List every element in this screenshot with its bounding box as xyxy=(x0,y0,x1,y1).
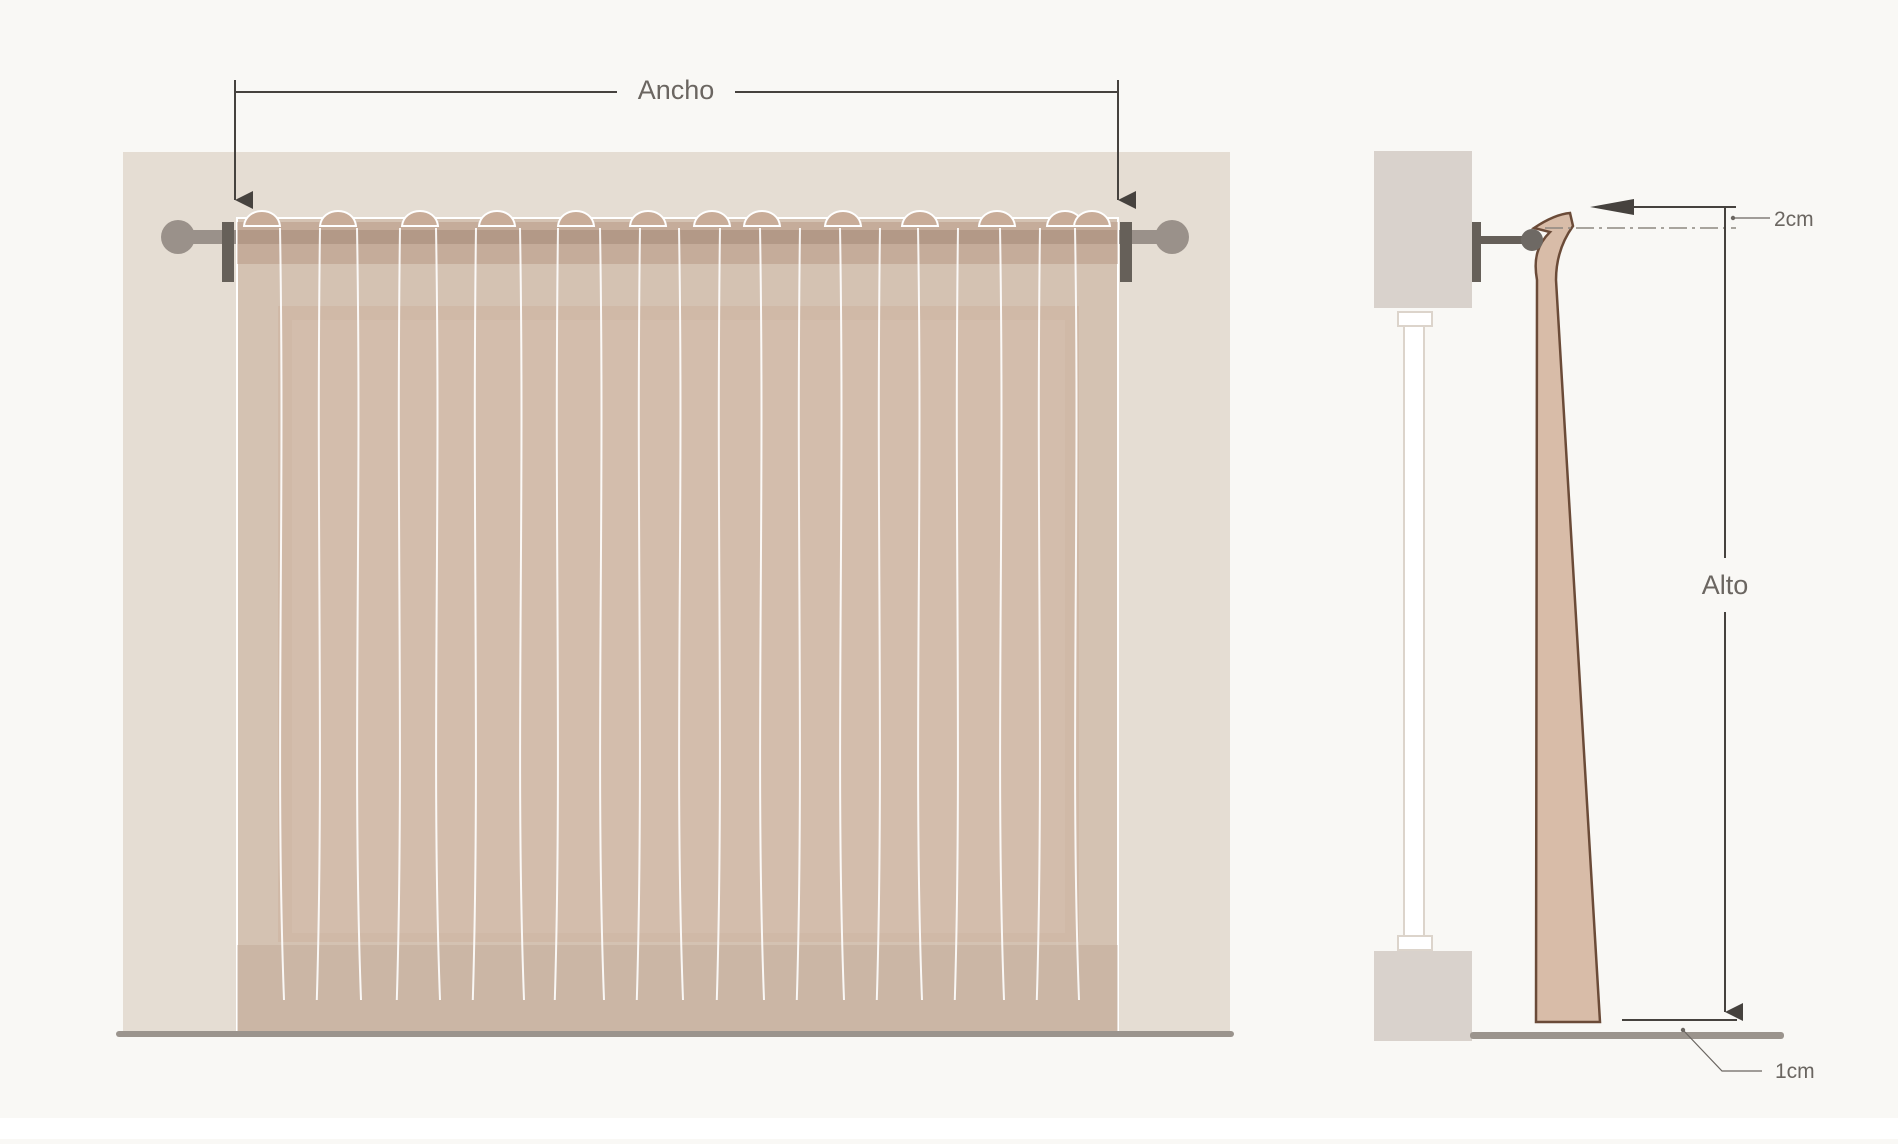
height-label: Alto xyxy=(1702,570,1749,600)
front-view: Ancho xyxy=(116,75,1234,1037)
sash-top-cap xyxy=(1397,311,1433,327)
pleat-line xyxy=(759,227,765,1001)
pleat-line xyxy=(715,227,721,1001)
curtain-header-band xyxy=(237,222,1118,264)
height-dimension: Alto xyxy=(1702,207,1749,1021)
curtain-tab xyxy=(242,210,282,227)
curtain-tab xyxy=(400,210,440,227)
pleat-line xyxy=(279,227,285,1001)
bottom-offset-dimension: 1cm xyxy=(1622,1019,1815,1083)
side-rod-icon xyxy=(1521,229,1543,251)
top-offset-leader-dot xyxy=(1730,215,1736,221)
bottom-band xyxy=(0,1118,1898,1139)
side-floor-line xyxy=(1470,1032,1784,1039)
curtain-tab xyxy=(1072,210,1112,227)
left-bracket xyxy=(222,222,234,282)
top-offset-label: 2cm xyxy=(1774,208,1814,231)
pleat-line xyxy=(917,227,923,1001)
side-wall-lower xyxy=(1374,951,1472,1041)
side-window-sash xyxy=(1397,311,1433,951)
curtain-tab xyxy=(556,210,596,227)
pleat-line xyxy=(553,227,559,1001)
pleat-line xyxy=(315,227,321,1001)
curtain-tab xyxy=(900,210,940,227)
sheer-curtain xyxy=(236,210,1119,1034)
curtain-tab xyxy=(692,210,732,227)
pleat-line xyxy=(953,227,959,1001)
side-wall-upper xyxy=(1374,151,1472,308)
bottom-offset-label: 1cm xyxy=(1775,1060,1815,1083)
curtain-tab xyxy=(477,210,517,227)
right-bracket xyxy=(1120,222,1132,282)
pleat-line xyxy=(599,227,605,1001)
pleat-line xyxy=(839,227,845,1001)
curtain-tab xyxy=(977,210,1017,227)
curtain-body xyxy=(236,217,1119,1034)
width-label: Ancho xyxy=(638,75,715,105)
side-bracket-plate xyxy=(1472,222,1481,282)
curtain-tab xyxy=(318,210,358,227)
curtain-tab xyxy=(628,210,668,227)
width-dimension: Ancho xyxy=(234,75,1136,209)
pleat-line xyxy=(1035,227,1041,1001)
pleat-line xyxy=(519,227,525,1001)
pleat-line xyxy=(1074,227,1080,1001)
side-view: 2cm Alto 1cm xyxy=(1374,151,1815,1083)
pleat-line xyxy=(795,227,801,1001)
sash-bottom-cap xyxy=(1397,935,1433,951)
pleat-line xyxy=(356,227,362,1001)
pleat-line xyxy=(635,227,641,1001)
top-offset-dimension: 2cm xyxy=(1545,199,1814,231)
bottom-offset-leader xyxy=(1682,1029,1762,1072)
pleat-line xyxy=(875,227,881,1001)
curtain-top-tabs xyxy=(242,210,1112,227)
side-curtain-profile xyxy=(1530,211,1602,1024)
bottom-offset-leader-dot xyxy=(1680,1027,1686,1033)
pleat-line xyxy=(395,227,401,1001)
curtain-hem-band xyxy=(237,945,1118,1033)
sash-glass xyxy=(1403,325,1425,939)
left-finial-icon xyxy=(161,220,195,254)
side-rod-bracket xyxy=(1472,222,1526,282)
pleat-line xyxy=(471,227,477,1001)
curtain-pleats xyxy=(279,227,1080,1001)
curtain-tab xyxy=(823,210,863,227)
pleat-line xyxy=(678,227,684,1001)
pleat-line xyxy=(435,227,441,1001)
floor-line xyxy=(116,1031,1234,1037)
right-finial-icon xyxy=(1155,220,1189,254)
curtain-tab xyxy=(742,210,782,227)
left-arrow-icon xyxy=(1590,199,1634,215)
side-bracket-arm xyxy=(1478,236,1526,244)
pleat-line xyxy=(999,227,1005,1001)
